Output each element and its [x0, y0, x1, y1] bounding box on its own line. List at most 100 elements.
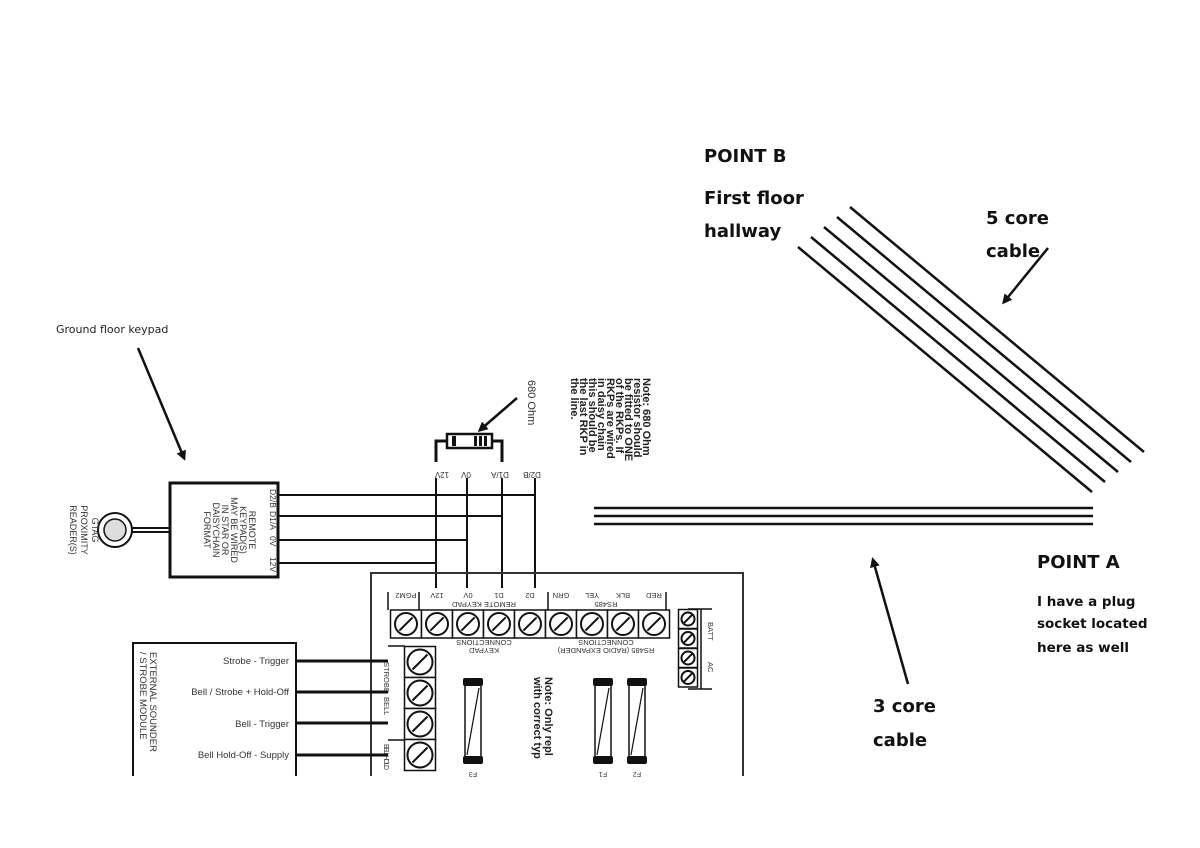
- fuse-label: F3: [469, 770, 477, 777]
- five-core-arrow: [1002, 247, 1049, 305]
- keypad-terminal-0v: 0V: [268, 536, 278, 547]
- note-line-9: the line.: [568, 378, 580, 420]
- external-sounder-module: EXTERNAL SOUNDER / STROBE MODULE Strobe …: [132, 642, 388, 776]
- point-a-desc-line1: I have a plug: [1037, 594, 1135, 610]
- fuse-label: F1: [599, 770, 607, 777]
- note-line-6: in daisy chain: [595, 378, 607, 451]
- sounder-terminal-screw: [403, 645, 437, 679]
- sounder-title-line2: / STROBE MODULE: [137, 652, 148, 740]
- remote-keypad-box: REMOTE KEYPAD(S) MAY BE WIRED IN STAR OR…: [168, 481, 280, 579]
- terminal-label-d1: D1: [494, 591, 504, 600]
- resistor-terminal-0v: 0V: [460, 470, 470, 479]
- terminal-screw-pgm2: [389, 609, 423, 639]
- strobe-terminal-label: STROBE: [382, 662, 391, 693]
- connection-strobe-trigger: Strobe - Trigger: [223, 656, 289, 667]
- power-terminal-screw: [677, 647, 699, 669]
- three-core-label-line1: 3 core: [873, 696, 936, 717]
- point-b-label: POINT B: [704, 146, 787, 167]
- point-a-label: POINT A: [1037, 552, 1120, 573]
- five-core-label-line2: cable: [986, 241, 1040, 262]
- keypad-box-line4: IN STAR OR: [220, 505, 230, 556]
- fuse-note-line2: with correct typ: [531, 676, 543, 759]
- batt-label: BATT: [706, 622, 715, 641]
- sounder-terminal-screw: [403, 738, 437, 772]
- point-a-desc-line2: socket located: [1037, 616, 1148, 632]
- rs485-connections-line2: CONNECTIONS: [578, 638, 633, 647]
- resistor-terminal-d2b: D2/B: [523, 470, 541, 479]
- keypad-box-line3: MAY BE WIRED: [229, 497, 239, 563]
- terminal-screw-grn: [544, 609, 578, 639]
- resistor-arrow: [477, 397, 518, 432]
- connection-bell-trigger: Bell - Trigger: [235, 719, 289, 730]
- keypad-box-line6: FORMAT: [202, 511, 212, 549]
- proximity-reader: GTAG PROXIMITY READER(S): [68, 505, 170, 555]
- resistor-terminal-12v: 12V: [434, 470, 449, 479]
- five-core-conductor: [797, 246, 1093, 493]
- sounder-terminal-screw: [403, 707, 437, 741]
- ground-floor-keypad-label: Ground floor keypad: [56, 323, 168, 336]
- terminal-screw-d2: [513, 609, 547, 639]
- fuse-note-line1: Note: Only repl: [542, 677, 554, 756]
- keypad-connections-line1: KEYPAD: [468, 646, 498, 655]
- note-line-1: Note: 680 Ohm: [640, 378, 652, 456]
- five-core-conductor: [849, 206, 1145, 453]
- keypad-wiring: [279, 478, 536, 588]
- note-line-5: RKPs are wired: [604, 378, 616, 459]
- terminal-screw-red: [637, 609, 671, 639]
- group-label-remote-keypad: REMOTE KEYPAD: [451, 600, 516, 609]
- five-core-conductor: [810, 236, 1106, 483]
- five-core-label-line1: 5 core: [986, 208, 1049, 229]
- keypad-box-line5: DAISYCHAIN: [211, 502, 221, 557]
- resistor-terminal-d1a: D1/A: [490, 470, 508, 479]
- reader-label-line2: PROXIMITY: [79, 505, 89, 555]
- terminal-label-red: RED: [646, 591, 662, 600]
- resistor-value-label: 680 Ohm: [525, 380, 537, 425]
- power-terminal-screw: [677, 628, 699, 649]
- note-line-4: of the RKPs. If: [613, 378, 625, 454]
- note-line-8: the last RKP in: [577, 378, 589, 456]
- fuse-f1: F1: [593, 678, 613, 777]
- reader-label-line3: READER(S): [68, 505, 78, 555]
- connection-bell-strobe-holdoff: Bell / Strobe + Hold-Off: [191, 687, 289, 698]
- ground-floor-keypad-arrow: [136, 347, 186, 461]
- terminal-label-12v: 12V: [430, 591, 443, 600]
- three-core-label-line2: cable: [873, 730, 927, 751]
- sounder-terminal-block: [388, 645, 437, 772]
- group-label-rs485: RS485: [595, 600, 618, 609]
- five-core-cable: [797, 206, 1145, 493]
- three-core-cable: [594, 506, 1093, 526]
- point-a-desc-line3: here as well: [1037, 640, 1129, 656]
- power-terminal-screw: [677, 667, 699, 688]
- note-line-7: this should be: [586, 378, 598, 453]
- keypad-terminal-d2b: D2/B: [268, 489, 278, 508]
- five-core-conductor: [823, 226, 1119, 473]
- bell-terminal-label: BELL: [382, 697, 391, 715]
- rs485-connections-line1: RS485 (RADIO EXPANDER): [557, 646, 654, 655]
- note-line-3: be fitted to ONE: [622, 378, 634, 461]
- connection-bell-holdoff-supply: Bell Hold-Off - Supply: [198, 750, 289, 761]
- terminal-screw-blk: [606, 609, 640, 639]
- terminal-screw-0v: [451, 609, 485, 639]
- keypad-box-line1: REMOTE: [247, 511, 257, 550]
- resistor-note: Note: 680 Ohm resistor should be fitted …: [568, 378, 652, 461]
- terminal-label-pgm2: PGM2: [395, 591, 416, 600]
- keypad-connections-line2: CONNECTIONS: [456, 638, 511, 647]
- terminal-screw-yel: [575, 609, 609, 639]
- terminal-label-grn: GRN: [553, 591, 570, 600]
- point-b-desc-line1: First floor: [704, 188, 804, 209]
- sounder-terminal-screw: [403, 676, 437, 710]
- terminal-label-yel: YEL: [585, 591, 599, 600]
- keypad-box-line2: KEYPAD(S): [238, 506, 248, 554]
- power-terminal-screw: [677, 608, 699, 630]
- reader-inner-disc: [103, 518, 127, 542]
- terminal-label-blk: BLK: [616, 591, 630, 600]
- point-b-desc-line2: hallway: [704, 221, 782, 242]
- sounder-title-line1: EXTERNAL SOUNDER: [147, 652, 158, 752]
- power-terminal-block: [677, 608, 699, 688]
- reader-label-line1: GTAG: [90, 518, 100, 543]
- fuse-f3: F3: [463, 678, 483, 777]
- terminal-label-d2: D2: [525, 591, 535, 600]
